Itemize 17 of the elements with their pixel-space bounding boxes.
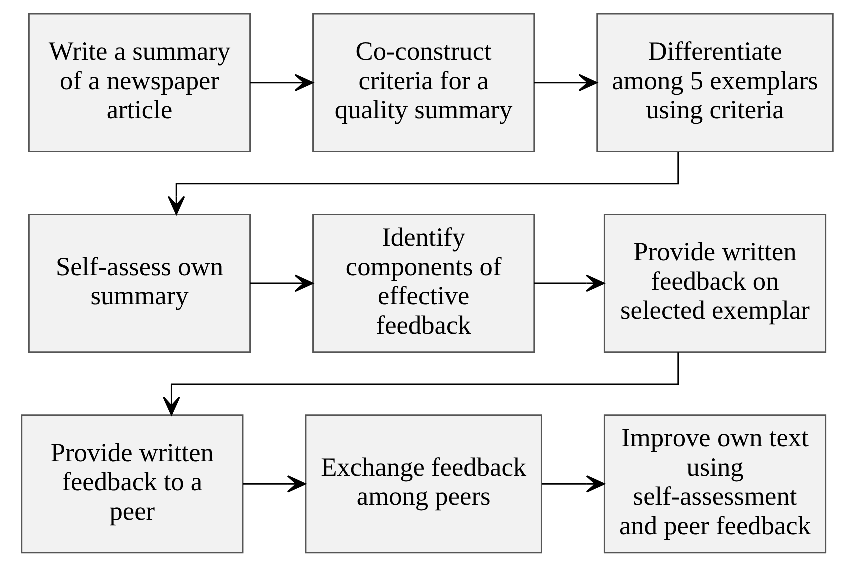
arrow: [250, 274, 314, 292]
node-box: Exchange feedback among peers: [305, 414, 542, 554]
arrow: [542, 475, 606, 493]
node-box: Write a summary of a newspaper article: [28, 13, 252, 152]
node-box: Self-assess own summary: [28, 214, 252, 354]
arrow: [250, 74, 314, 92]
arrow: [534, 274, 605, 292]
node-box: Differentiate among 5 exemplars using criteria: [596, 13, 834, 152]
node-box: Co-construct criteria for a quality summary: [312, 13, 536, 152]
node-box: Identify components of effective feedback: [312, 214, 536, 354]
arrow: [243, 475, 306, 493]
node-box: Improve own text using self-assessment and peer feedback: [604, 414, 827, 554]
node-box: Provide written feedback to a peer: [21, 414, 244, 554]
arrow: [534, 74, 598, 92]
arrow: [163, 352, 680, 416]
arrow: [168, 152, 680, 216]
node-box: Provide written feedback on selected exemplar: [604, 214, 827, 354]
